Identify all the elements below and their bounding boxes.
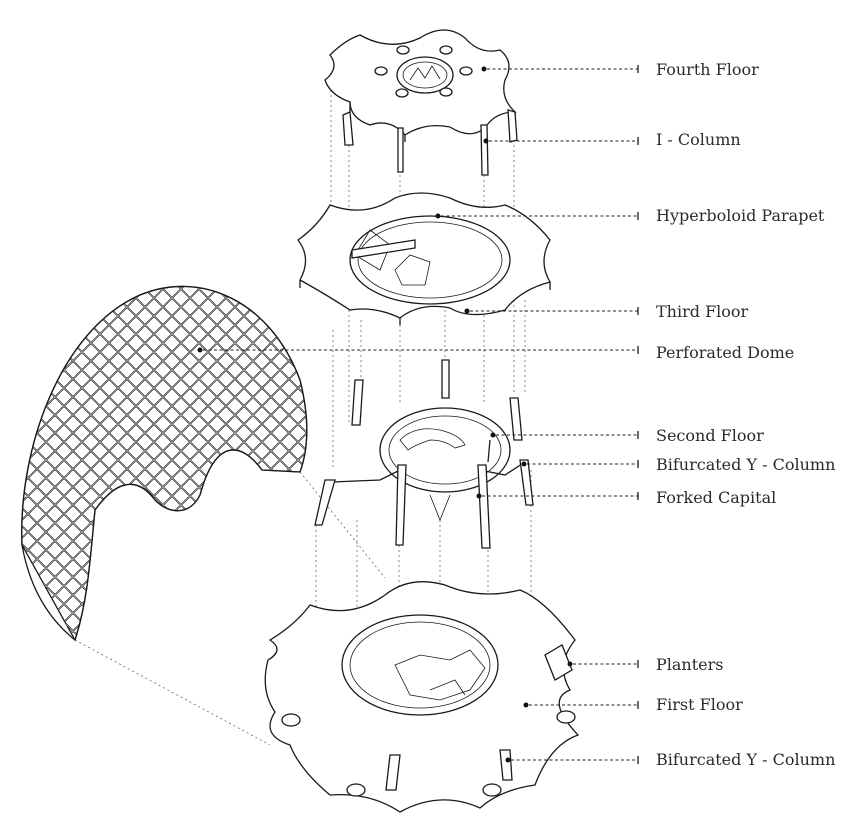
leader-i-column bbox=[483, 137, 639, 145]
third-floor bbox=[297, 192, 552, 325]
label-third-floor: Third Floor bbox=[656, 302, 749, 321]
label-forked-capital: Forked Capital bbox=[656, 488, 776, 507]
leader-third-floor bbox=[464, 307, 639, 315]
second-floor bbox=[314, 359, 534, 549]
fourth-floor bbox=[324, 29, 518, 176]
leader-hyperboloid-parapet bbox=[435, 212, 639, 220]
leader-bifurcated-y-column-upper bbox=[521, 460, 639, 468]
leader-forked-capital bbox=[476, 492, 639, 500]
label-first-floor: First Floor bbox=[656, 695, 743, 714]
label-bifurcated-y-column-lower: Bifurcated Y - Column bbox=[656, 750, 835, 769]
leaders bbox=[197, 65, 639, 764]
label-bifurcated-y-column-upper: Bifurcated Y - Column bbox=[656, 455, 835, 474]
leader-perforated-dome bbox=[197, 346, 639, 354]
leader-first-floor bbox=[523, 701, 639, 709]
label-second-floor: Second Floor bbox=[656, 426, 764, 445]
leader-fourth-floor bbox=[481, 65, 639, 73]
label-planters: Planters bbox=[656, 655, 723, 674]
label-perforated-dome: Perforated Dome bbox=[656, 343, 794, 362]
label-hyperboloid-parapet: Hyperboloid Parapet bbox=[656, 206, 825, 225]
label-i-column: I - Column bbox=[656, 130, 741, 149]
labels: Fourth Floor I - Column Hyperboloid Para… bbox=[656, 60, 835, 769]
label-fourth-floor: Fourth Floor bbox=[656, 60, 759, 79]
leader-second-floor bbox=[490, 431, 639, 439]
first-floor bbox=[264, 581, 580, 813]
leader-planters bbox=[567, 660, 639, 668]
leader-bifurcated-y-column-lower bbox=[505, 756, 639, 764]
